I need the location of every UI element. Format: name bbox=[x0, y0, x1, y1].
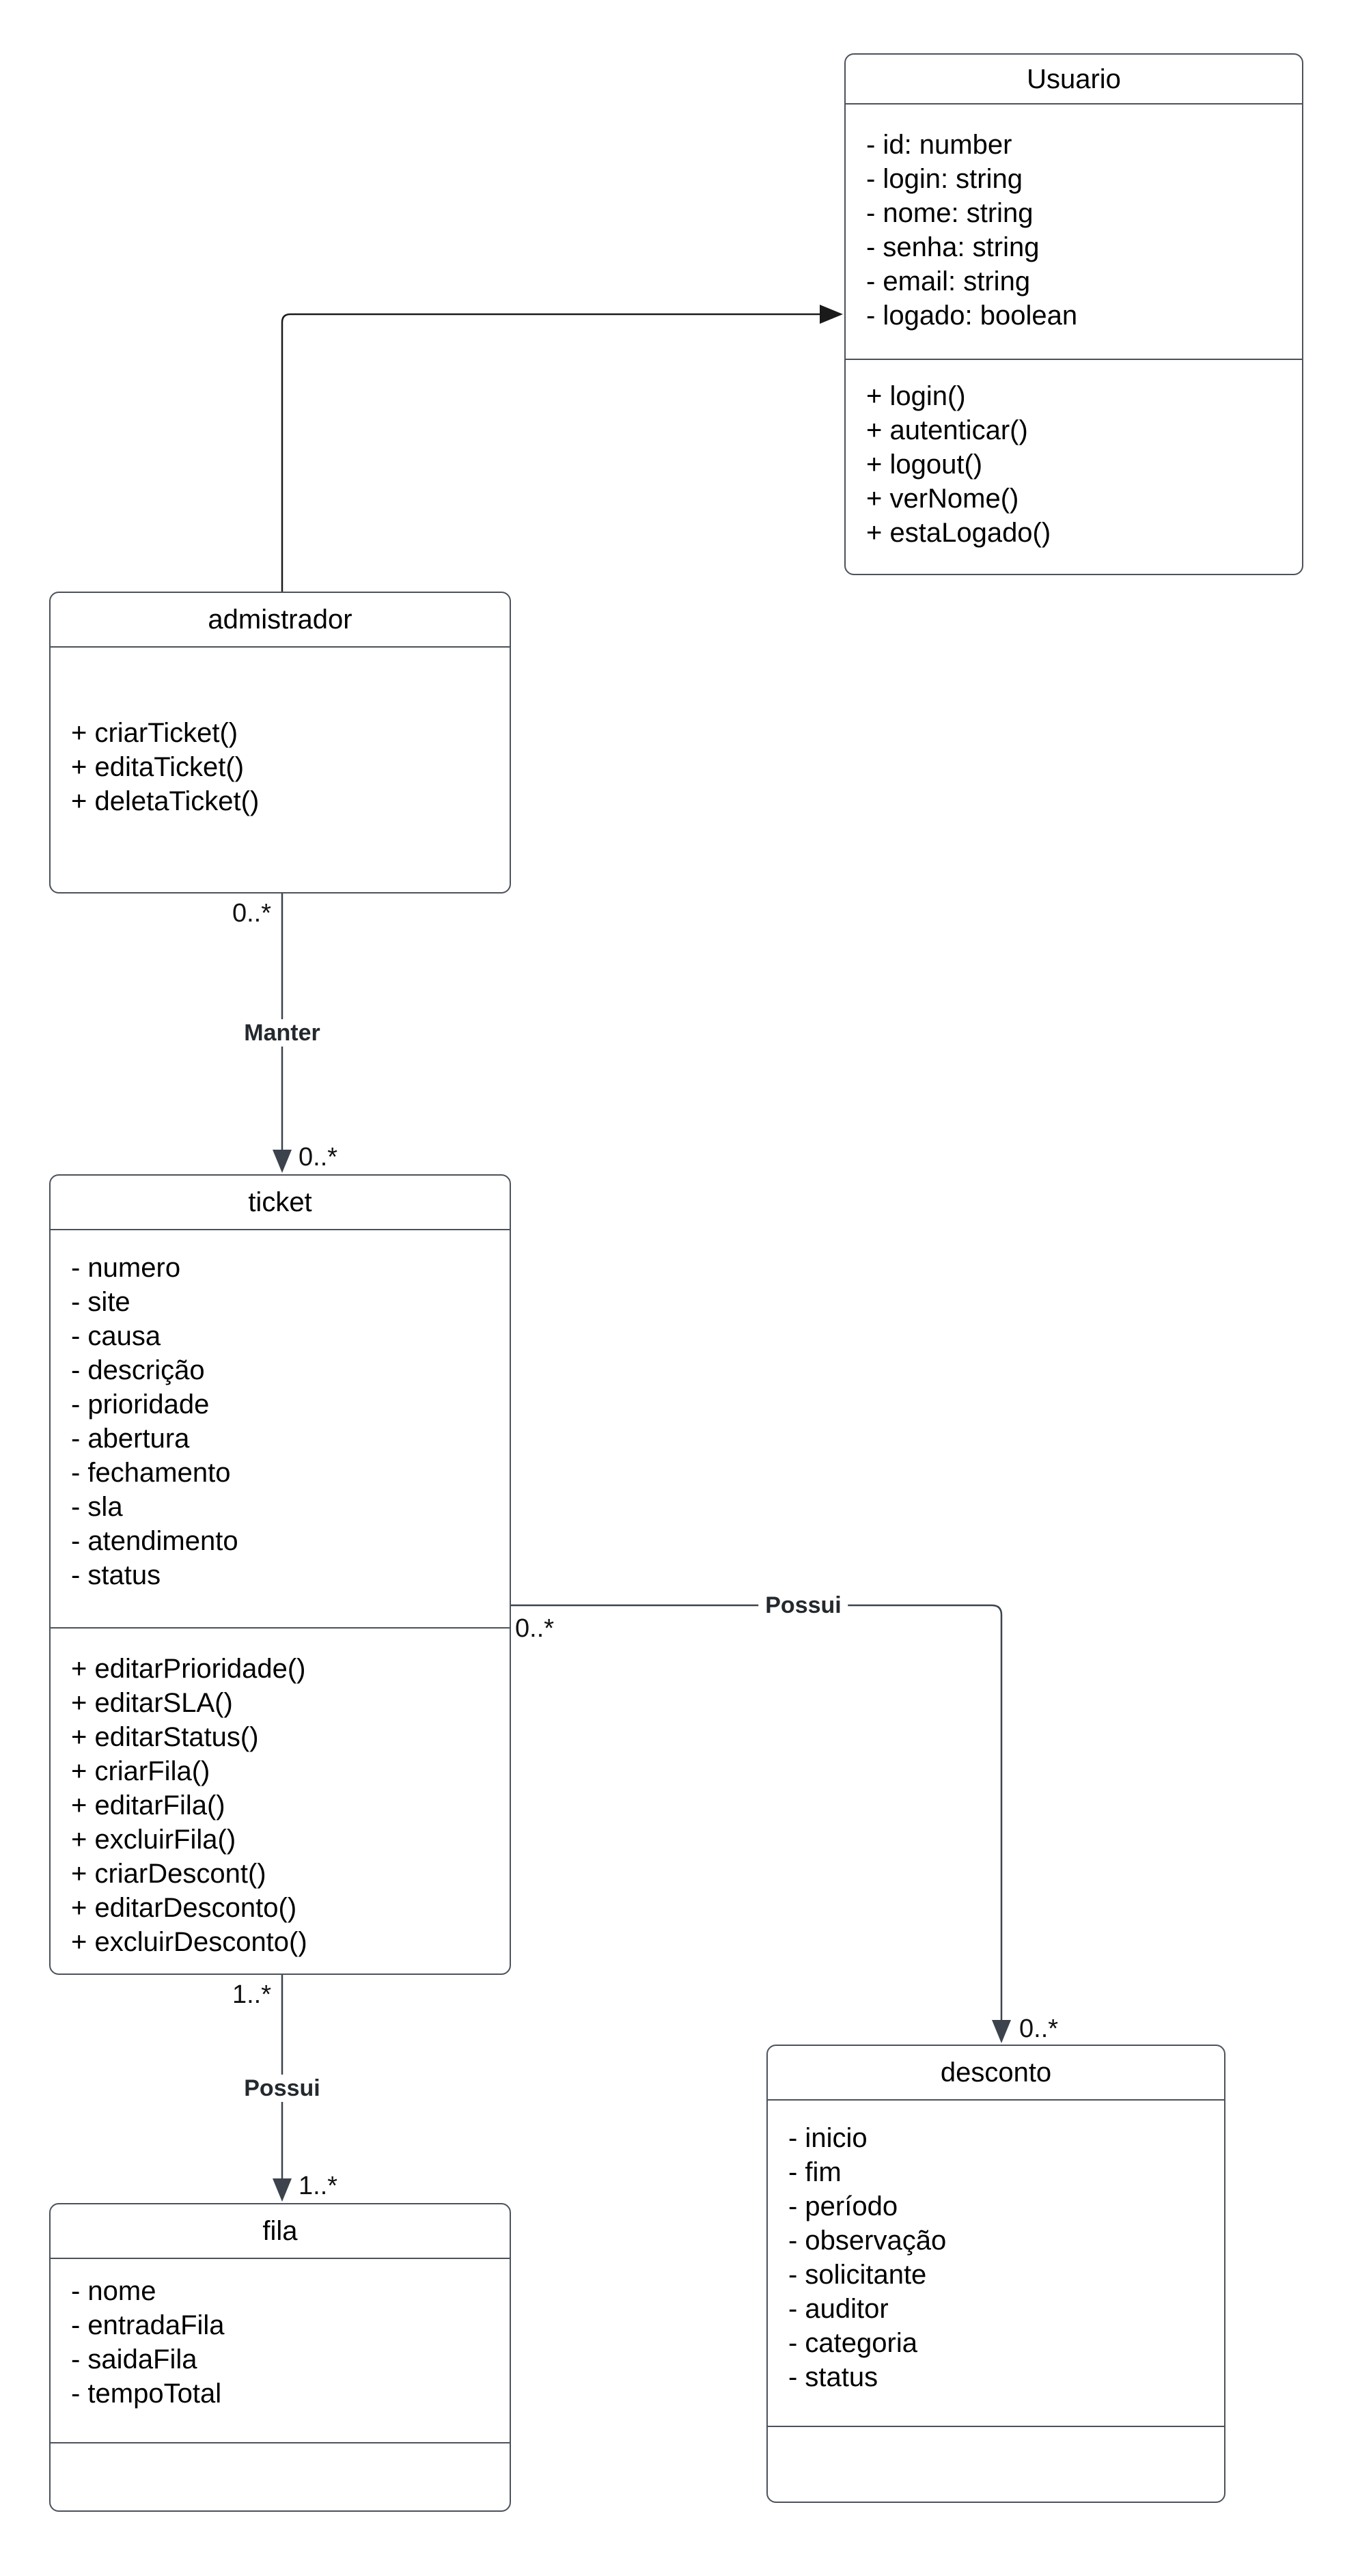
method-line: + editarStatus() bbox=[71, 1722, 259, 1752]
method-line: + editarSLA() bbox=[71, 1688, 233, 1718]
attribute-line: - id: number bbox=[866, 130, 1012, 160]
method-line: + excluirFila() bbox=[71, 1825, 236, 1855]
class-admistrador-title: admistrador bbox=[208, 605, 352, 635]
attribute-line: - descrição bbox=[71, 1355, 205, 1385]
arrowhead-to-desconto-icon bbox=[992, 2020, 1011, 2043]
attribute-line: - categoria bbox=[788, 2328, 917, 2358]
mult-possui-desconto-source[interactable]: 0..* bbox=[515, 1614, 555, 1643]
attribute-line: - nome bbox=[71, 2276, 156, 2306]
attribute-line: - fechamento bbox=[71, 1458, 231, 1488]
attribute-line: - nome: string bbox=[866, 198, 1034, 228]
attribute-line: - status bbox=[71, 1560, 161, 1590]
class-ticket-title: ticket bbox=[248, 1187, 312, 1217]
attribute-line: - entradaFila bbox=[71, 2310, 225, 2340]
method-line: + criarTicket() bbox=[71, 718, 238, 748]
attribute-line: - site bbox=[71, 1287, 130, 1317]
edge-label-possui-fila[interactable]: Possui bbox=[237, 2075, 327, 2102]
attribute-line: - sla bbox=[71, 1492, 123, 1522]
arrowhead-to-ticket-icon bbox=[273, 1150, 292, 1173]
method-line: + editaTicket() bbox=[71, 752, 245, 782]
attribute-line: - inicio bbox=[788, 2123, 868, 2153]
attribute-line: - logado: boolean bbox=[866, 301, 1078, 331]
method-line: + editarDesconto() bbox=[71, 1893, 297, 1923]
edge-admistrador-usuario[interactable] bbox=[281, 305, 843, 592]
arrowhead-to-usuario-icon bbox=[820, 305, 843, 324]
method-line: + excluirDesconto() bbox=[71, 1927, 307, 1957]
class-ticket-methods: + editarPrioridade() + editarSLA() + edi… bbox=[51, 1627, 510, 1973]
class-fila-methods-empty bbox=[51, 2442, 510, 2510]
attribute-line: - abertura bbox=[71, 1424, 190, 1454]
edge-admistrador-usuario-line[interactable] bbox=[281, 313, 837, 592]
class-admistrador-methods: + criarTicket() + editaTicket() + deleta… bbox=[51, 646, 510, 892]
attribute-line: - solicitante bbox=[788, 2260, 927, 2290]
attribute-line: - login: string bbox=[866, 164, 1023, 194]
attribute-line: - observação bbox=[788, 2226, 947, 2256]
class-admistrador[interactable]: admistrador + criarTicket() + editaTicke… bbox=[49, 592, 511, 894]
edge-label-manter[interactable]: Manter bbox=[237, 1019, 327, 1047]
method-line: + editarPrioridade() bbox=[71, 1654, 306, 1684]
method-line: + verNome() bbox=[866, 484, 1019, 514]
attribute-line: - prioridade bbox=[71, 1389, 210, 1419]
attribute-line: - atendimento bbox=[71, 1526, 238, 1556]
edge-possui-desconto-line[interactable] bbox=[511, 1604, 1003, 2026]
class-ticket-attributes: - numero - site - causa - descrição - pr… bbox=[51, 1229, 510, 1627]
class-desconto[interactable]: desconto - inicio - fim - período - obse… bbox=[766, 2045, 1225, 2503]
attribute-line: - status bbox=[788, 2362, 878, 2392]
method-line: + deletaTicket() bbox=[71, 786, 260, 816]
mult-manter-source[interactable]: 0..* bbox=[232, 899, 271, 928]
method-line: + logout() bbox=[866, 449, 983, 480]
attribute-line: - causa bbox=[71, 1321, 161, 1351]
edge-label-possui-desconto[interactable]: Possui bbox=[758, 1592, 848, 1619]
class-usuario-attributes: - id: number - login: string - nome: str… bbox=[846, 103, 1302, 359]
class-fila[interactable]: fila - nome - entradaFila - saidaFila - … bbox=[49, 2203, 511, 2512]
attribute-line: - auditor bbox=[788, 2294, 889, 2324]
method-line: + autenticar() bbox=[866, 415, 1028, 445]
attribute-line: - numero bbox=[71, 1253, 181, 1283]
class-fila-attributes: - nome - entradaFila - saidaFila - tempo… bbox=[51, 2258, 510, 2442]
attribute-line: - período bbox=[788, 2191, 898, 2221]
class-fila-title: fila bbox=[262, 2216, 298, 2246]
class-ticket[interactable]: ticket - numero - site - causa - descriç… bbox=[49, 1174, 511, 1975]
method-line: + login() bbox=[866, 381, 966, 411]
attribute-line: - tempoTotal bbox=[71, 2379, 222, 2409]
method-line: + criarDescont() bbox=[71, 1859, 266, 1889]
method-line: + estaLogado() bbox=[866, 518, 1051, 548]
class-usuario[interactable]: Usuario - id: number - login: string - n… bbox=[844, 53, 1303, 575]
class-desconto-attributes: - inicio - fim - período - observação - … bbox=[768, 2099, 1224, 2426]
mult-manter-target[interactable]: 0..* bbox=[299, 1143, 338, 1172]
method-line: + criarFila() bbox=[71, 1756, 210, 1786]
attribute-line: - senha: string bbox=[866, 232, 1040, 262]
edge-possui-desconto[interactable] bbox=[511, 1604, 1011, 2043]
class-desconto-title: desconto bbox=[940, 2058, 1052, 2088]
method-line: + editarFila() bbox=[71, 1790, 225, 1820]
class-usuario-methods: + login() + autenticar() + logout() + ve… bbox=[846, 359, 1302, 574]
attribute-line: - email: string bbox=[866, 266, 1031, 296]
class-desconto-methods-empty bbox=[768, 2426, 1224, 2502]
class-usuario-title: Usuario bbox=[1027, 64, 1121, 94]
mult-possui-fila-target[interactable]: 1..* bbox=[299, 2172, 338, 2200]
attribute-line: - fim bbox=[788, 2157, 842, 2187]
arrowhead-to-fila-icon bbox=[273, 2178, 292, 2202]
mult-possui-desconto-target[interactable]: 0..* bbox=[1019, 2014, 1059, 2043]
attribute-line: - saidaFila bbox=[71, 2344, 197, 2374]
mult-possui-fila-source[interactable]: 1..* bbox=[232, 1980, 271, 2009]
